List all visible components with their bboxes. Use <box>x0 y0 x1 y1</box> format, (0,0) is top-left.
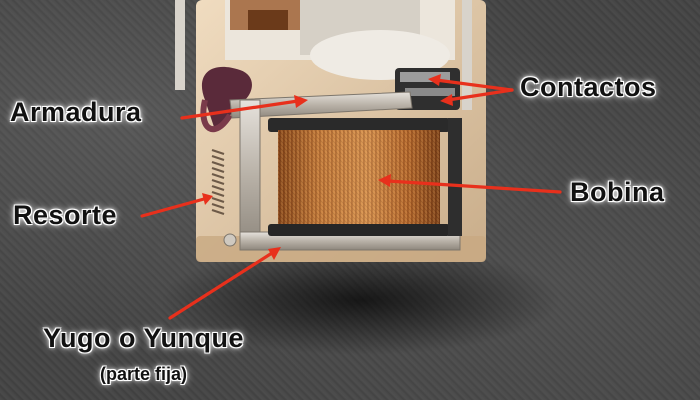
yoke-vertical <box>239 99 261 249</box>
label-coil: Bobina <box>570 177 665 207</box>
label-contacts: Contactos <box>520 72 657 102</box>
label-yoke: Yugo o Yunque <box>43 323 245 353</box>
label-yoke-note: (parte fija) <box>100 364 188 384</box>
coil-bobbin-top <box>268 118 450 132</box>
label-spring: Resorte <box>13 200 118 230</box>
spring-part <box>211 148 225 216</box>
relay-shadow <box>160 245 560 355</box>
pointer-arrows <box>140 74 562 320</box>
label-armature: Armadura <box>10 97 142 127</box>
coil-bobbin-bottom <box>268 224 450 236</box>
